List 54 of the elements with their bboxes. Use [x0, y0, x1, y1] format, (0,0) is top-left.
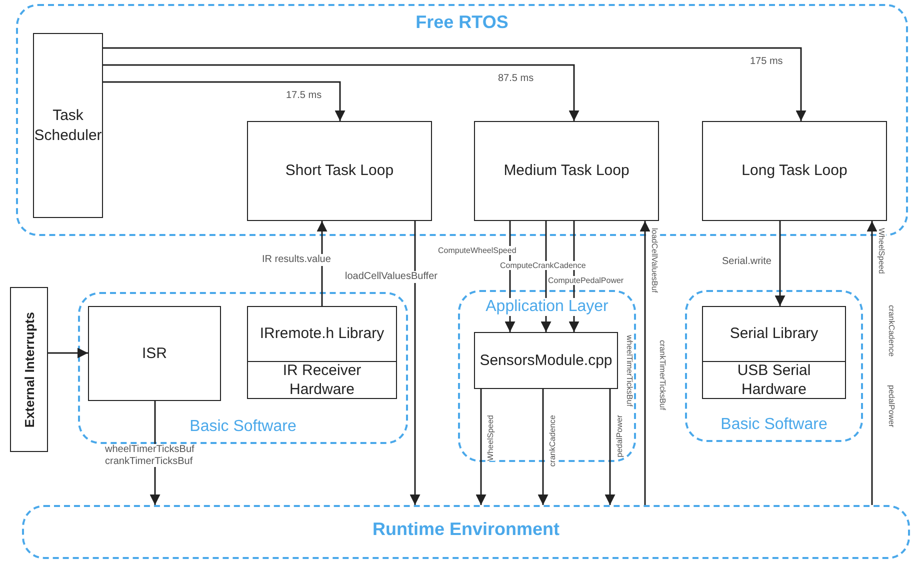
box-label: Short Task Loop	[284, 161, 395, 181]
box-label: External Interrupts	[22, 312, 36, 428]
process-box	[474, 332, 618, 389]
box-label: USB Serial Hardware	[736, 362, 812, 398]
arrow	[410, 221, 420, 505]
edge-label: crankCadence	[548, 415, 558, 467]
arrow	[316, 221, 328, 306]
box-label: Long Task Loop	[740, 161, 848, 181]
signal-label: pedalPower	[887, 385, 896, 428]
arrow	[103, 81, 346, 121]
box-label: SensorsModule.cpp	[478, 350, 614, 370]
edge-label: 17.5 ms	[286, 90, 322, 102]
process-box	[702, 306, 846, 399]
group-title: Application Layer	[484, 298, 610, 316]
edge-label: loadCellValuesBuffer	[345, 271, 438, 282]
signal-label: crankTimerTicksBuf	[658, 340, 668, 410]
edge-label: loadCellValuesBuf	[650, 228, 660, 293]
arrow	[103, 64, 580, 121]
box-label: Task Scheduler	[34, 106, 102, 145]
edge-label: ComputeCrankCadence	[500, 261, 586, 270]
edge-label: 87.5 ms	[498, 73, 534, 84]
arrow	[866, 221, 878, 505]
arrow	[476, 389, 486, 505]
edge-label: WheelSpeed	[486, 415, 496, 461]
edge-label: Serial.write	[722, 256, 772, 268]
signal-label: crankCadence	[887, 305, 896, 357]
arrow	[48, 348, 88, 358]
process-box	[702, 121, 887, 221]
dashed-group-border	[78, 292, 408, 444]
process-box	[247, 121, 432, 221]
process-box	[474, 121, 659, 221]
edge-label: 175 ms	[750, 56, 783, 68]
process-box	[10, 287, 48, 452]
arrow	[103, 47, 806, 121]
box-label: IRremote.h Library	[258, 324, 386, 344]
edge-label: WheelSpeed	[877, 228, 886, 274]
edge-label: IR results.value	[262, 254, 331, 266]
process-box	[247, 306, 397, 399]
process-box	[88, 306, 221, 401]
arrow	[604, 389, 616, 505]
arrow	[538, 389, 548, 505]
edge-label: pedalPower	[615, 415, 624, 458]
box-label: ISR	[140, 344, 168, 364]
process-box	[33, 33, 103, 218]
signal-label: wheelTimerTicksBuf	[625, 335, 634, 406]
edge-label: ComputePedalPower	[548, 276, 624, 286]
arrow	[640, 221, 650, 505]
box-label: Medium Task Loop	[502, 161, 630, 181]
dashed-group-border	[22, 505, 910, 559]
box-label: Serial Library	[728, 324, 820, 344]
dashed-group-border	[685, 290, 863, 442]
arrow	[774, 221, 786, 306]
edge-label: ComputeWheelSpeed	[438, 246, 516, 256]
box-label: IR Receiver Hardware	[282, 362, 362, 398]
